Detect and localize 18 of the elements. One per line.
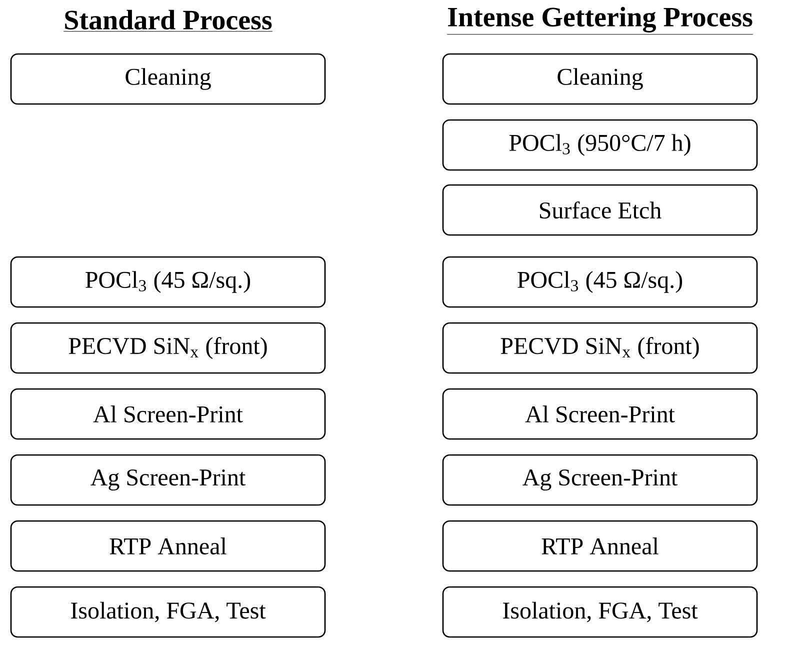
process-box: RTP Anneal [442,520,758,572]
process-box: RTP Anneal [10,520,326,572]
process-box: POCl$_{3}$ (45 Ω/sq.) [10,256,326,308]
process-box: Isolation, FGA, Test [442,586,758,638]
process-box: POCl$_{3}$ (45 Ω/sq.) [442,256,758,308]
process-box: Al Screen-Print [10,388,326,440]
process-box: Surface Etch [442,184,758,236]
process-box: PECVD SiN$_{x}$ (front) [442,322,758,374]
process-box: Ag Screen-Print [442,454,758,506]
process-box: PECVD SiN$_{x}$ (front) [10,322,326,374]
process-box: Cleaning [442,53,758,105]
process-box: Cleaning [10,53,326,105]
process-box: Ag Screen-Print [10,454,326,506]
process-box: POCl$_{3}$ (950°C/7 h) [442,119,758,171]
process-box: Al Screen-Print [442,388,758,440]
column-heading: Standard Process [63,10,273,32]
column-heading: Intense Gettering Process [446,6,754,35]
process-box: Isolation, FGA, Test [10,586,326,638]
